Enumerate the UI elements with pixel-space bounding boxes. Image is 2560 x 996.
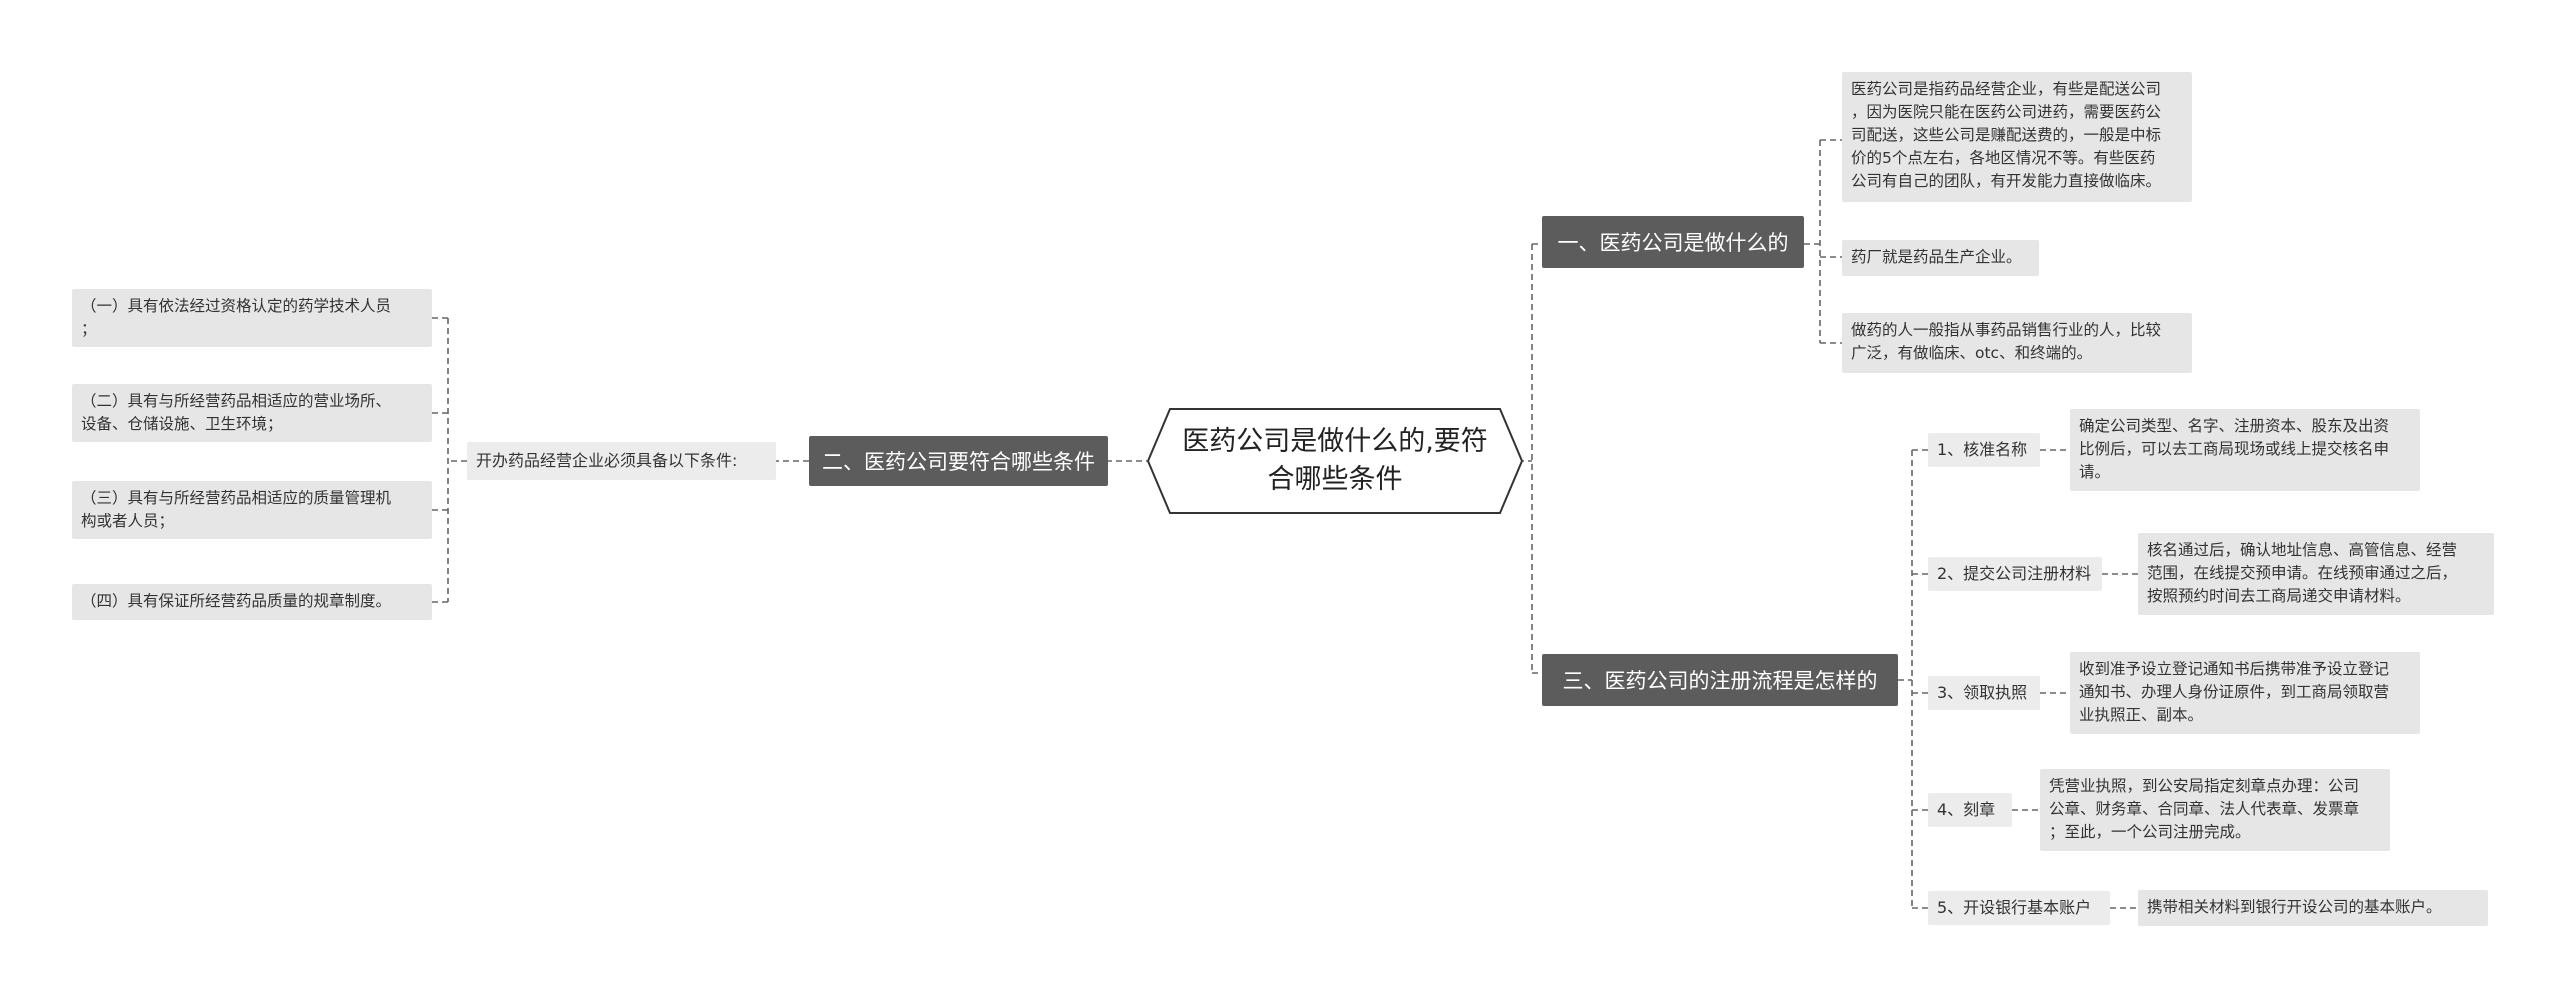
- what-item-1-line-2: ，因为医院只能在医药公司进药，需要医药公: [1851, 103, 2162, 121]
- condition-item-3[interactable]: （三）具有与所经营药品相适应的质量管理机 构或者人员；: [72, 481, 432, 539]
- what-item-3-line-2: 广泛，有做临床、otc、和终端的。: [1851, 344, 2093, 362]
- root-topic-line-1: 医药公司是做什么的,要符: [1182, 426, 1488, 457]
- step-1-detail[interactable]: 确定公司类型、名字、注册资本、股东及出资 比例后，可以去工商局现场或线上提交核名…: [2070, 409, 2420, 491]
- what-item-1[interactable]: 医药公司是指药品经营企业，有些是配送公司 ，因为医院只能在医药公司进药，需要医药…: [1842, 72, 2192, 202]
- what-item-3[interactable]: 做药的人一般指从事药品销售行业的人，比较 广泛，有做临床、otc、和终端的。: [1842, 313, 2192, 373]
- step-4-detail-line-2: 公章、财务章、合同章、法人代表章、发票章: [2049, 800, 2360, 818]
- step-4-label[interactable]: 4、刻章: [1928, 793, 2012, 827]
- step-4-detail-line-3: ；至此，一个公司注册完成。: [2049, 823, 2251, 841]
- step-2-detail-line-2: 范围，在线提交预申请。在线预审通过之后，: [2147, 564, 2458, 582]
- branch-registration-process[interactable]: 三、医药公司的注册流程是怎样的: [1542, 654, 1898, 706]
- root-topic[interactable]: 医药公司是做什么的,要符 合哪些条件: [1170, 409, 1500, 513]
- condition-item-2-line-1: （二）具有与所经营药品相适应的营业场所、: [81, 392, 392, 410]
- step-1-detail-line-3: 请。: [2079, 463, 2111, 481]
- step-3-detail-line-2: 通知书、办理人身份证原件，到工商局领取营: [2079, 683, 2390, 701]
- step-3-detail-line-3: 业执照正、副本。: [2079, 706, 2204, 724]
- conditions-intro[interactable]: 开办药品经营企业必须具备以下条件:: [467, 442, 776, 480]
- step-1-label-text: 1、核准名称: [1937, 440, 2028, 459]
- step-3-label-text: 3、领取执照: [1937, 683, 2028, 702]
- step-4-detail[interactable]: 凭营业执照，到公安局指定刻章点办理：公司 公章、财务章、合同章、法人代表章、发票…: [2040, 769, 2390, 851]
- step-1-detail-line-1: 确定公司类型、名字、注册资本、股东及出资: [2079, 417, 2390, 435]
- what-item-1-line-1: 医药公司是指药品经营企业，有些是配送公司: [1851, 80, 2162, 98]
- step-5-detail-line-1: 携带相关材料到银行开设公司的基本账户。: [2147, 898, 2442, 916]
- what-item-2[interactable]: 药厂就是药品生产企业。: [1842, 240, 2039, 276]
- what-item-1-line-4: 价的5个点左右，各地区情况不等。有些医药: [1851, 149, 2156, 167]
- branch-conditions[interactable]: 二、医药公司要符合哪些条件: [809, 436, 1108, 486]
- branch-what-label: 一、医药公司是做什么的: [1557, 231, 1789, 255]
- step-3-detail-line-1: 收到准予设立登记通知书后携带准予设立登记: [2079, 660, 2390, 678]
- condition-item-1-line-2: ；: [81, 320, 97, 338]
- condition-item-4-line-1: （四）具有保证所经营药品质量的规章制度。: [81, 592, 392, 610]
- step-2-label-text: 2、提交公司注册材料: [1937, 564, 2092, 583]
- root-node-outline: [1146, 408, 1524, 514]
- root-topic-line-2: 合哪些条件: [1267, 464, 1403, 495]
- branch-conditions-label: 二、医药公司要符合哪些条件: [822, 450, 1095, 474]
- step-4-detail-line-1: 凭营业执照，到公安局指定刻章点办理：公司: [2049, 777, 2360, 795]
- condition-item-2-line-2: 设备、仓储设施、卫生环境；: [81, 415, 283, 433]
- step-2-detail[interactable]: 核名通过后，确认地址信息、高管信息、经营 范围，在线提交预申请。在线预审通过之后…: [2138, 533, 2494, 615]
- branch-what-is-pharma-company[interactable]: 一、医药公司是做什么的: [1542, 216, 1804, 268]
- step-1-label[interactable]: 1、核准名称: [1928, 433, 2040, 467]
- what-item-1-line-3: 司配送，这些公司是赚配送费的，一般是中标: [1851, 126, 2162, 144]
- step-3-detail[interactable]: 收到准予设立登记通知书后携带准予设立登记 通知书、办理人身份证原件，到工商局领取…: [2070, 652, 2420, 734]
- step-1-detail-line-2: 比例后，可以去工商局现场或线上提交核名申: [2079, 440, 2390, 458]
- step-4-label-text: 4、刻章: [1937, 800, 1996, 819]
- condition-item-2[interactable]: （二）具有与所经营药品相适应的营业场所、 设备、仓储设施、卫生环境；: [72, 384, 432, 442]
- step-2-detail-line-1: 核名通过后，确认地址信息、高管信息、经营: [2147, 541, 2458, 559]
- what-item-1-line-5: 公司有自己的团队，有开发能力直接做临床。: [1851, 172, 2162, 190]
- step-5-detail[interactable]: 携带相关材料到银行开设公司的基本账户。: [2138, 890, 2488, 926]
- conditions-intro-text: 开办药品经营企业必须具备以下条件:: [476, 451, 738, 470]
- step-2-detail-line-3: 按照预约时间去工商局递交申请材料。: [2147, 587, 2411, 605]
- condition-item-1-line-1: （一）具有依法经过资格认定的药学技术人员: [81, 297, 392, 315]
- step-5-label-text: 5、开设银行基本账户: [1937, 898, 2092, 917]
- step-5-label[interactable]: 5、开设银行基本账户: [1928, 891, 2110, 925]
- branch-process-label: 三、医药公司的注册流程是怎样的: [1562, 669, 1878, 693]
- step-3-label[interactable]: 3、领取执照: [1928, 676, 2040, 710]
- condition-item-4[interactable]: （四）具有保证所经营药品质量的规章制度。: [72, 584, 432, 620]
- condition-item-1[interactable]: （一）具有依法经过资格认定的药学技术人员 ；: [72, 289, 432, 347]
- what-item-3-line-1: 做药的人一般指从事药品销售行业的人，比较: [1851, 321, 2162, 339]
- condition-item-3-line-1: （三）具有与所经营药品相适应的质量管理机: [81, 489, 392, 507]
- step-2-label[interactable]: 2、提交公司注册材料: [1928, 557, 2102, 591]
- condition-item-3-line-2: 构或者人员；: [81, 512, 175, 530]
- what-item-2-line-1: 药厂就是药品生产企业。: [1851, 248, 2022, 266]
